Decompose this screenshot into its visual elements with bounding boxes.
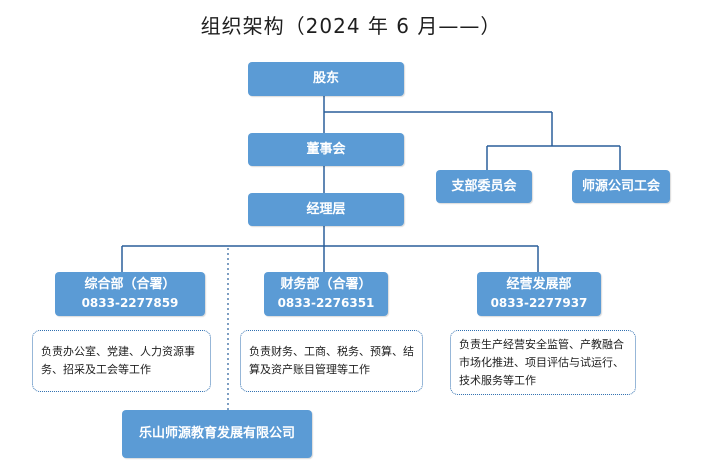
node-finance-dept: 财务部（合署） 0833-2276351 bbox=[264, 272, 388, 316]
general-dept-name: 综合部（合署） bbox=[84, 277, 176, 292]
node-shareholders-label: 股东 bbox=[312, 71, 339, 86]
node-management-label: 经理层 bbox=[306, 201, 346, 217]
node-subsidiary-label: 乐山师源教育发展有限公司 bbox=[138, 426, 295, 441]
desc-finance-text: 负责财务、工商、税务、预算、结算及资产账目管理等工作 bbox=[249, 345, 414, 376]
desc-general-text: 负责办公室、党建、人力资源事务、招采及工会等工作 bbox=[41, 345, 195, 376]
node-board: 董事会 bbox=[248, 133, 404, 166]
finance-dept-name: 财务部（合署） bbox=[280, 277, 372, 292]
business-dept-name: 经营发展部 bbox=[506, 277, 572, 292]
desc-general-dept: 负责办公室、党建、人力资源事务、招采及工会等工作 bbox=[32, 330, 211, 392]
general-dept-phone: 0833-2277859 bbox=[81, 296, 179, 310]
finance-dept-phone: 0833-2276351 bbox=[277, 296, 375, 310]
node-board-label: 董事会 bbox=[306, 141, 346, 157]
node-union: 师源公司工会 bbox=[572, 170, 670, 203]
node-subsidiary: 乐山师源教育发展有限公司 bbox=[122, 410, 312, 458]
desc-business-dept: 负责生产经营安全监管、产教融合市场化推进、项目评估与试运行、技术服务等工作 bbox=[450, 330, 636, 395]
node-union-label: 师源公司工会 bbox=[581, 178, 660, 194]
desc-finance-dept: 负责财务、工商、税务、预算、结算及资产账目管理等工作 bbox=[240, 330, 423, 392]
node-party-committee: 支部委员会 bbox=[436, 170, 532, 203]
node-general-dept: 综合部（合署） 0833-2277859 bbox=[55, 272, 205, 316]
node-shareholders: 股东 bbox=[248, 62, 404, 96]
chart-title: 组织架构（2024 年 6 月——） bbox=[200, 14, 502, 38]
node-business-dept: 经营发展部 0833-2277937 bbox=[477, 272, 601, 316]
node-party-committee-label: 支部委员会 bbox=[451, 178, 517, 194]
node-management: 经理层 bbox=[248, 193, 404, 226]
desc-business-text: 负责生产经营安全监管、产教融合市场化推进、项目评估与试运行、技术服务等工作 bbox=[459, 337, 624, 387]
business-dept-phone: 0833-2277937 bbox=[490, 296, 588, 310]
